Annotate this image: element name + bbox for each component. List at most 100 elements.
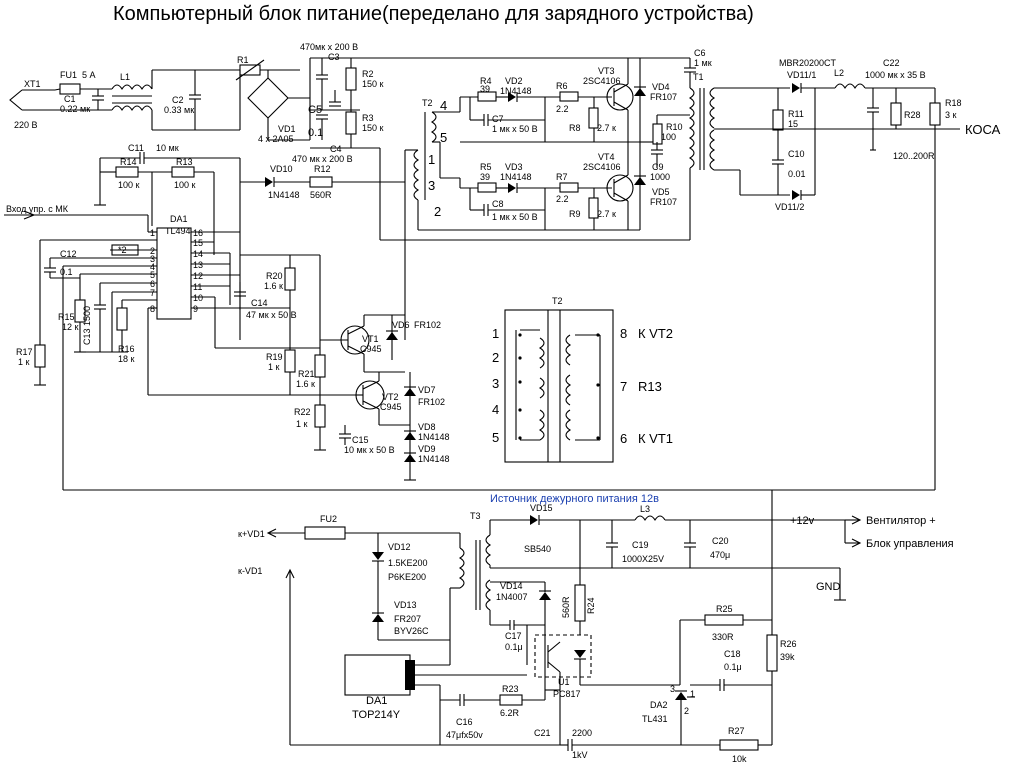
label-c16: C16 (456, 717, 473, 727)
t2-detail-label-kvt1: К VT1 (638, 431, 673, 446)
label-c10: C10 (788, 149, 805, 159)
t2-detail-pin-1: 1 (492, 326, 499, 341)
label-l3: L3 (640, 504, 650, 514)
tl494-pin-16: 16 (193, 228, 203, 238)
t2-detail-pin-4: 4 (492, 402, 499, 417)
label-c18: C18 (724, 649, 741, 659)
tl494-pin-8: 8 (150, 304, 155, 314)
label-c13: C13 1500 (82, 306, 92, 345)
label-r4v: 39 (480, 84, 490, 94)
label-r3v: 150 к (362, 123, 384, 133)
label-c11: C11 (128, 143, 144, 153)
label-c15v: 10 мк x 50 В (344, 445, 395, 455)
label-r5: R5 (480, 162, 492, 172)
label-t2: T2 (422, 98, 433, 108)
label-c19: C19 (632, 540, 649, 550)
label-vd5v: FR107 (650, 197, 677, 207)
label-vt2: VT2 (382, 392, 399, 402)
t2-detail-pin-8: 8 (620, 326, 627, 341)
t2-detail-label-r13: R13 (638, 379, 662, 394)
label-vd12: VD12 (388, 542, 411, 552)
label-r23v: 6.2R (500, 708, 520, 718)
t2-detail-pin-6: 6 (620, 431, 627, 446)
label-u1v: PC817 (553, 689, 581, 699)
tl494-pin-3: 3 (150, 254, 155, 264)
label-c8v: 1 мк x 50 В (492, 212, 538, 222)
label-c18v: 0.1μ (724, 662, 742, 672)
label-r9v: 2.7 к (597, 209, 616, 219)
label-c7v: 1 мк x 50 В (492, 124, 538, 134)
label-vd13: VD13 (394, 600, 417, 610)
half-bridge (405, 58, 646, 231)
label-r16v: 18 к (118, 354, 135, 364)
label-vd14: VD14 (500, 581, 523, 591)
label-r27v: 10k (732, 754, 747, 764)
label-r15: R15 (58, 312, 75, 322)
label-vt3v: 2SC4106 (583, 76, 621, 86)
label-vd12b: P6KE200 (388, 572, 426, 582)
t2-pin-2: 2 (434, 204, 441, 219)
label-c3top: 470мк x 200 В (300, 42, 358, 52)
label-vd11top: MBR20200CT (779, 58, 837, 68)
tl494-pin-4: 4 (150, 262, 155, 272)
tl494-pin-13: 13 (193, 260, 203, 270)
label-r10: R10 (666, 122, 683, 132)
label-r12: R12 (314, 164, 331, 174)
label-r6: R6 (556, 81, 568, 91)
label-fu2: FU2 (320, 514, 337, 524)
label-c20: C20 (712, 536, 729, 546)
label-c1v: 0.22 мк (60, 104, 90, 114)
label-c22: C22 (883, 58, 900, 68)
label-c19v: 1000X25V (622, 554, 664, 564)
label-r2v: 150 к (362, 79, 384, 89)
label-c4: C4 (330, 144, 342, 154)
label-vd9: VD9 (418, 444, 436, 454)
label-r12v: 560R (310, 190, 332, 200)
control-section (4, 150, 416, 490)
tl494-pin-1: 1 (150, 228, 155, 238)
label-r20: R20 (266, 271, 283, 281)
label-vd8: VD8 (418, 422, 436, 432)
label-r16: R16 (118, 344, 135, 354)
label-da2v: TL431 (642, 714, 668, 724)
title: Компьютерный блок питание(переделано для… (113, 3, 754, 25)
tl494-pin-14: 14 (193, 249, 203, 259)
label-c9v: 1000 (650, 172, 670, 182)
label-r5v: 39 (480, 172, 490, 182)
label-12v: +12v (790, 515, 815, 527)
label-da1: DA1 (170, 214, 188, 224)
label-vt3: VT3 (598, 66, 615, 76)
label-r24: R24 (586, 597, 596, 614)
label-r20v: 1.6 к (264, 281, 283, 291)
label-c20v: 470μ (710, 550, 730, 560)
label-r25: R25 (716, 604, 733, 614)
label-u1: U1 (558, 677, 570, 687)
label-t1: T1 (693, 72, 704, 82)
label-c12v: 0.1 (60, 267, 73, 277)
label-r14: R14 (120, 157, 137, 167)
hv-capacitors (310, 57, 690, 240)
label-c17v: 0.1μ (505, 642, 523, 652)
label-l2: L2 (834, 68, 844, 78)
t2-detail-pin-2: 2 (492, 350, 499, 365)
label-c6v: 1 мк (694, 58, 712, 68)
label-r17v: 1 к (18, 357, 30, 367)
label-vd3: VD3 (505, 162, 523, 172)
label-vd12a: 1.5KE200 (388, 558, 428, 568)
label-c2v: 0.33 мк (164, 105, 194, 115)
label-vd10: VD10 (270, 164, 293, 174)
tl494-pin-7: 7 (150, 288, 155, 298)
label-vt2v: C945 (380, 402, 402, 412)
tl494-pin-9: 9 (193, 304, 198, 314)
label-r11v: 15 (788, 119, 798, 129)
label-vd2: VD2 (505, 76, 523, 86)
label-c12: C12 (60, 249, 77, 259)
t2-detail-label-kvt2: К VT2 (638, 326, 673, 341)
t2-detail-box (504, 309, 614, 463)
label-r1: R1 (237, 55, 249, 65)
label-r22v: 1 к (296, 419, 308, 429)
label-vd1v: 4 x 2A05 (258, 134, 294, 144)
label-r24v: 560R (561, 596, 571, 618)
label-c16v: 47μfx50v (446, 730, 483, 740)
